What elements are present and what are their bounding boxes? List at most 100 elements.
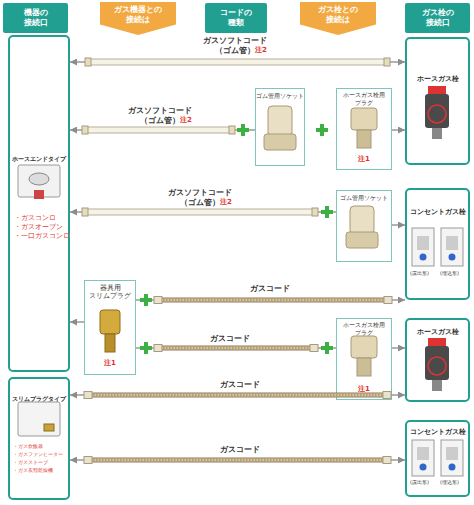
soft-cord-outline — [85, 59, 390, 66]
gas-cord-body — [154, 347, 318, 350]
slim-plug-port — [44, 424, 54, 431]
cord-connector — [136, 297, 405, 304]
plug-tip — [357, 130, 371, 148]
cord-connector — [70, 322, 84, 323]
valve-body — [425, 346, 449, 380]
cord-connector — [392, 225, 405, 226]
cord-label: ガスコード — [230, 284, 310, 294]
variant-label: (埋込形) — [440, 479, 459, 485]
appliance-body — [18, 402, 60, 436]
plus-sign — [321, 206, 333, 218]
connector-line — [392, 129, 405, 131]
cord-connector — [70, 58, 405, 66]
cord-end — [82, 208, 88, 216]
node-text: ホースガス栓用 プラグ — [341, 91, 387, 106]
gas-cord-stripes — [154, 299, 392, 302]
arrow-shape — [100, 2, 176, 35]
connector-line — [392, 224, 405, 226]
gas-cord-body — [84, 394, 391, 397]
cord-end — [84, 392, 92, 399]
note-mark: 注2 — [220, 198, 232, 207]
soft-cord-outline — [82, 127, 235, 134]
node-text: コードの 種類 — [217, 8, 255, 28]
outlet-plate — [441, 228, 463, 266]
plus-sign — [237, 124, 249, 136]
plug-body — [351, 108, 377, 130]
cord-end — [383, 392, 391, 399]
cord-end — [312, 208, 318, 216]
header-box: 機器の 接続口 — [3, 3, 68, 33]
socket-base — [346, 232, 378, 248]
connection-panel: ホースエンドタイプ・ガスコンロ・ガスオーブン・一口ガスコンロ — [8, 35, 70, 372]
outlet-knob — [420, 254, 427, 261]
node-text: ゴム管用ソケット — [337, 194, 391, 202]
slim-plug-tip — [105, 334, 115, 352]
connector-line — [392, 347, 405, 349]
connector-line — [136, 347, 336, 349]
outlet-plate — [441, 440, 463, 476]
gas-cord-outline — [84, 458, 391, 463]
hose-end-nozzle — [34, 190, 44, 199]
connector-line — [70, 61, 405, 63]
gas-cord-body — [84, 459, 391, 462]
gas-cord-stripes — [84, 459, 391, 462]
node-text: ・ガス衣類乾燥機 — [13, 467, 53, 474]
cord-connector — [70, 392, 405, 399]
node-text: コンセントガス栓 — [407, 428, 468, 437]
node-text: コンセントガス栓 — [407, 208, 468, 217]
node-text: ホースガス栓 — [407, 328, 468, 337]
cord-connector — [392, 348, 405, 349]
outlet-socket — [417, 236, 429, 250]
node-text: ・ガスファンヒーター — [13, 451, 63, 458]
outlet-knob — [449, 254, 456, 261]
outlet-plate — [412, 228, 434, 266]
node-text: ・一口ガスコンロ — [14, 232, 70, 240]
header-box: コードの 種類 — [205, 3, 267, 33]
node-text: ガス栓との 接続は — [311, 5, 365, 25]
node-text: 注1 — [337, 155, 391, 164]
gas-cord-body — [154, 299, 392, 302]
connector-line — [70, 129, 255, 131]
plus-sign — [321, 342, 333, 354]
cord-end — [82, 126, 88, 134]
connector-line — [70, 321, 84, 323]
cord-end — [384, 297, 392, 304]
cord-label: ガスコード — [200, 445, 280, 455]
node-text: ・ガスストーブ — [13, 459, 48, 466]
node-text: 器具用 スリムプラグ — [87, 284, 133, 300]
outlet-socket — [417, 447, 429, 460]
slim-plug-body — [100, 310, 120, 334]
header-arrow: ガス栓との 接続は — [300, 2, 376, 35]
node-text: 機器の 接続口 — [18, 8, 54, 28]
variant-label: (露出形) — [410, 270, 429, 276]
connector-line — [136, 299, 405, 301]
gas-cord-outline — [154, 346, 318, 351]
cord-end — [154, 297, 162, 304]
valve-nozzle — [432, 380, 442, 391]
connection-panel: スリムプラグタイプ・ガス炊飯器・ガスファンヒーター・ガスストーブ・ガス衣類乾燥機 — [8, 377, 70, 500]
valve-marker — [428, 357, 446, 375]
outlet-knob — [420, 464, 427, 471]
outlet-socket — [446, 236, 458, 250]
variant-label: (露出形) — [410, 479, 429, 485]
cord-end — [84, 457, 92, 464]
valve-marker — [428, 105, 446, 123]
plug-tip — [357, 358, 371, 376]
valve-nozzle — [432, 128, 442, 139]
cord-connector — [70, 457, 405, 464]
stove-burner — [29, 173, 49, 185]
outlet-socket — [446, 447, 458, 460]
cord-connector — [70, 126, 255, 134]
connector-line — [70, 459, 405, 461]
valve-lever — [428, 86, 446, 94]
node-text: ゴム管用ソケット — [256, 92, 304, 100]
soft-cord-body — [82, 128, 235, 133]
valve-lever — [428, 338, 446, 346]
outlet-plate — [412, 440, 434, 476]
node-text: ・ガスオーブン — [14, 223, 63, 231]
header-arrow: ガス機器との 接続は — [100, 2, 176, 35]
cord-connector — [392, 130, 405, 131]
soft-cord-outline — [82, 209, 318, 216]
